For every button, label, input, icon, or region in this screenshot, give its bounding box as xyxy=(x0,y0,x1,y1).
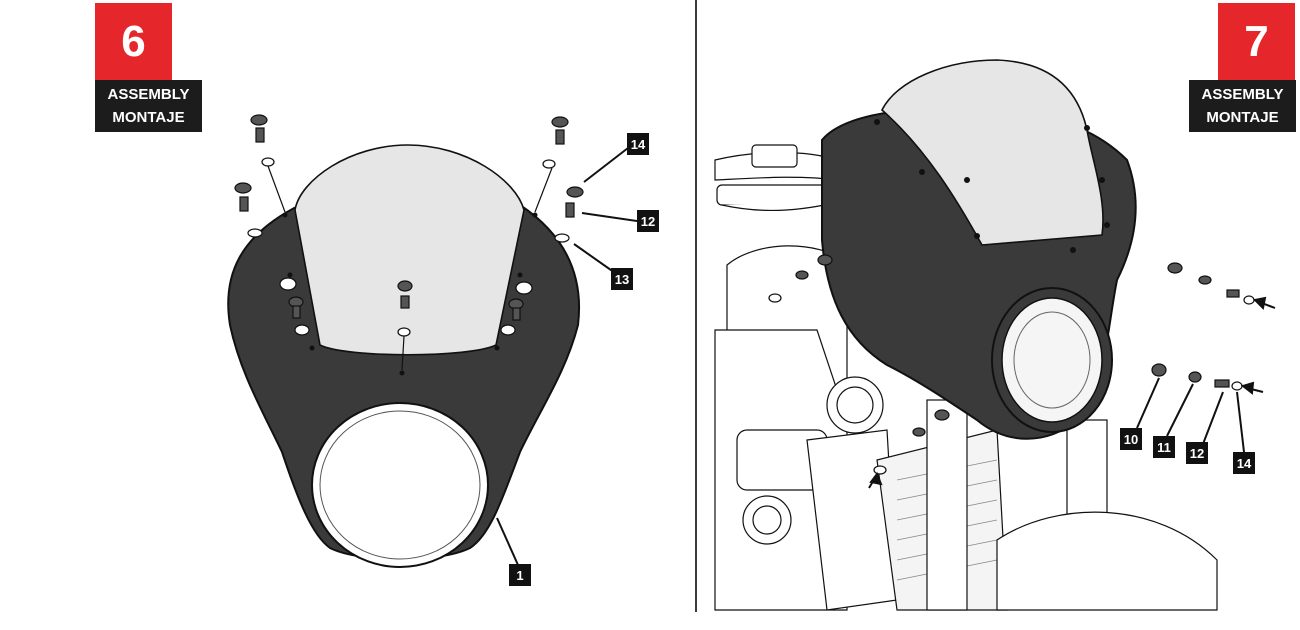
engine-frame xyxy=(714,245,1218,611)
fastener-stack-top-left xyxy=(250,114,286,213)
insertion-arrows xyxy=(868,296,1276,489)
step-label-line1: ASSEMBLY xyxy=(1201,86,1284,103)
windscreen xyxy=(294,144,525,356)
step-label-line2: MONTAJE xyxy=(1206,109,1279,126)
step-label-line2: MONTAJE xyxy=(112,109,185,126)
handlebar-controls xyxy=(714,144,858,212)
step-number-badge: 6 xyxy=(95,3,172,80)
fastener-stack-left xyxy=(768,254,950,475)
fastener-stack-upper xyxy=(1167,262,1255,305)
step-label-line1: ASSEMBLY xyxy=(107,86,190,103)
callout-12: 12 xyxy=(1186,442,1208,464)
callout-1: 1 xyxy=(509,564,531,586)
fastener-stack-left xyxy=(234,182,263,238)
fastener-stack-right-lower xyxy=(500,281,533,336)
panel-divider xyxy=(695,0,697,612)
callout-12: 12 xyxy=(637,210,659,232)
callout-13: 13 xyxy=(611,268,633,290)
callout-14: 14 xyxy=(1233,452,1255,474)
fairing-exploded-diagram xyxy=(227,114,638,568)
step-label: ASSEMBLY MONTAJE xyxy=(1189,80,1296,132)
fastener-stack-top-right xyxy=(534,116,569,213)
headlight-opening xyxy=(311,402,489,568)
step-label: ASSEMBLY MONTAJE xyxy=(95,80,202,132)
fastener-stack-left-lower xyxy=(279,277,310,336)
step-6-panel: 6 ASSEMBLY MONTAJE xyxy=(95,3,659,586)
step-7-panel: 7 ASSEMBLY MONTAJE xyxy=(697,0,1300,630)
fastener-stack-center xyxy=(397,280,413,371)
callout-14: 14 xyxy=(627,133,649,155)
callout-11: 11 xyxy=(1153,436,1175,458)
motorcycle-installation-diagram xyxy=(714,59,1276,611)
step-number-badge: 7 xyxy=(1218,3,1295,80)
fastener-stack-lower xyxy=(1151,363,1243,391)
fastener-stack-right xyxy=(554,186,584,243)
callout-10: 10 xyxy=(1120,428,1142,450)
